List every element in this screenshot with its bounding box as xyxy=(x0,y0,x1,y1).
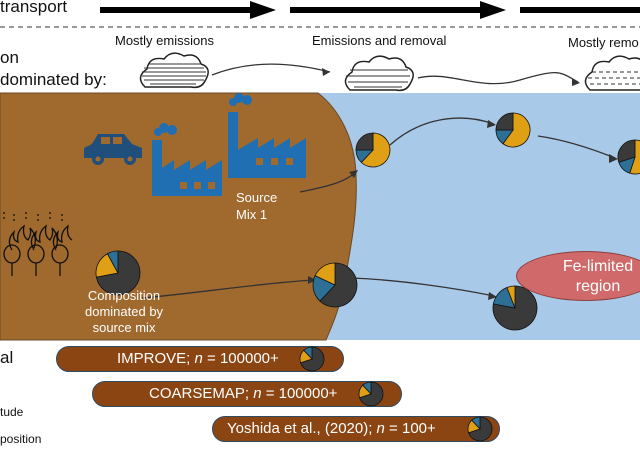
dataset-text: COARSEMAP; n = 100000+ xyxy=(149,385,338,402)
dataset-bar-yoshida: Yoshida et al., (2020); n = 100+ xyxy=(212,416,500,442)
pie-slice xyxy=(360,132,391,168)
pie-slice xyxy=(617,139,636,163)
source-mix-label: Source Mix 1 xyxy=(236,189,277,223)
land-region xyxy=(0,92,357,341)
pie-slice xyxy=(355,132,374,151)
tree-icon xyxy=(3,244,69,276)
cloud-icon xyxy=(139,52,209,89)
pie-slice xyxy=(502,112,531,148)
dataset-pie xyxy=(358,381,384,407)
pie-slice xyxy=(495,112,514,131)
dataset-bar-improve: IMPROVE; n = 100000+ xyxy=(56,346,344,372)
composition-pie xyxy=(495,112,531,148)
arrowheads xyxy=(308,120,618,300)
left-label-tude: tude xyxy=(0,405,24,419)
cloud-icon xyxy=(344,55,414,92)
composition-pie xyxy=(312,262,358,308)
composition-line2: dominated by xyxy=(85,304,164,319)
car-icon xyxy=(84,134,142,165)
fe-limited-line1: Fe-limited xyxy=(562,258,634,275)
left-label-al: al xyxy=(0,348,14,367)
pie-slice xyxy=(471,416,481,431)
left-label-position: position xyxy=(0,432,42,446)
dataset-text: Yoshida et al., (2020); n = 100+ xyxy=(227,420,436,437)
cloud-icon xyxy=(584,55,640,91)
composition-pie xyxy=(617,139,640,175)
composition-line1: Composition xyxy=(87,288,161,303)
pie-slice xyxy=(319,262,358,308)
flow-arrows xyxy=(141,117,616,299)
composition-line3: source mix xyxy=(92,320,156,335)
pie-slice xyxy=(106,250,119,274)
dataset-pie xyxy=(467,416,493,442)
composition-label: Composition dominated by source mix xyxy=(85,288,163,336)
dataset-text: IMPROVE; n = 100000+ xyxy=(117,350,279,367)
pie-slice xyxy=(506,285,516,309)
factory-icon xyxy=(152,123,222,196)
pie-slice xyxy=(362,381,372,396)
source-mix-line1: Source xyxy=(236,190,278,205)
transport-label: transport xyxy=(0,0,68,16)
pie-slice xyxy=(314,262,336,286)
stage-1-label: Mostly emissions xyxy=(115,33,214,48)
composition-pie xyxy=(95,250,141,296)
factory-icon xyxy=(228,93,306,178)
fe-limited-label: Fe-limited region xyxy=(548,257,640,297)
composition-pie xyxy=(355,132,391,168)
fe-limited-line2: region xyxy=(575,278,621,295)
fe-limited-region xyxy=(516,251,640,301)
dataset-pie xyxy=(299,346,325,372)
composition-pie xyxy=(492,285,538,331)
transport-arrows xyxy=(100,1,640,19)
pie-slice xyxy=(303,346,313,361)
left-label-2: dominated by: xyxy=(0,70,107,89)
left-label-1: on xyxy=(0,48,19,67)
wildfire-icon xyxy=(3,212,73,251)
dataset-bar-coarsemap: COARSEMAP; n = 100000+ xyxy=(92,381,402,407)
stage-2-label: Emissions and removal xyxy=(312,33,447,48)
stage-3-label: Mostly remo xyxy=(568,35,639,50)
source-mix-line2: Mix 1 xyxy=(236,207,268,222)
